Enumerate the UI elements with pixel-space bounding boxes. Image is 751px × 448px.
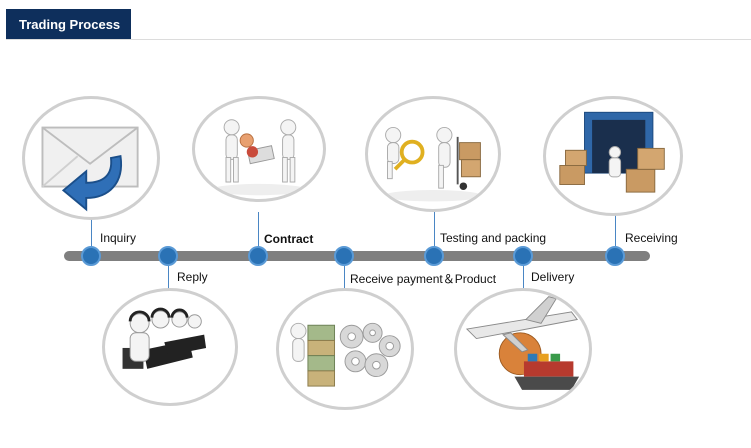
plane-ship-icon bbox=[454, 288, 592, 410]
step-label-inquiry: Inquiry bbox=[100, 231, 137, 245]
stem-reply bbox=[168, 258, 169, 310]
node-testing bbox=[424, 246, 444, 266]
money-gears-icon bbox=[276, 288, 414, 410]
envelope-arrow-icon bbox=[22, 96, 160, 220]
header-divider bbox=[6, 39, 751, 40]
node-reply bbox=[158, 246, 178, 266]
node-receiving bbox=[605, 246, 625, 266]
timeline-bar bbox=[64, 251, 650, 261]
step-label-payment: Receive payment＆Product bbox=[350, 272, 497, 286]
call-center-icon bbox=[102, 288, 238, 406]
step-label-delivery: Delivery bbox=[531, 270, 575, 284]
stem-payment bbox=[344, 258, 345, 302]
node-payment bbox=[334, 246, 354, 266]
page-title: Trading Process bbox=[6, 9, 131, 40]
node-inquiry bbox=[81, 246, 101, 266]
stem-inquiry bbox=[91, 218, 92, 254]
step-label-testing: Testing and packing bbox=[440, 231, 547, 245]
container-boxes-icon bbox=[543, 96, 683, 216]
step-label-reply: Reply bbox=[177, 270, 208, 284]
contract-signing-icon bbox=[192, 96, 326, 202]
stem-contract bbox=[258, 212, 259, 254]
stem-testing bbox=[434, 212, 435, 254]
stem-receiving bbox=[615, 212, 616, 254]
stem-delivery bbox=[523, 258, 524, 302]
step-label-receiving: Receiving bbox=[625, 231, 678, 245]
inspection-packing-icon bbox=[365, 96, 501, 212]
step-label-contract: Contract bbox=[264, 232, 314, 246]
node-contract bbox=[248, 246, 268, 266]
node-delivery bbox=[513, 246, 533, 266]
